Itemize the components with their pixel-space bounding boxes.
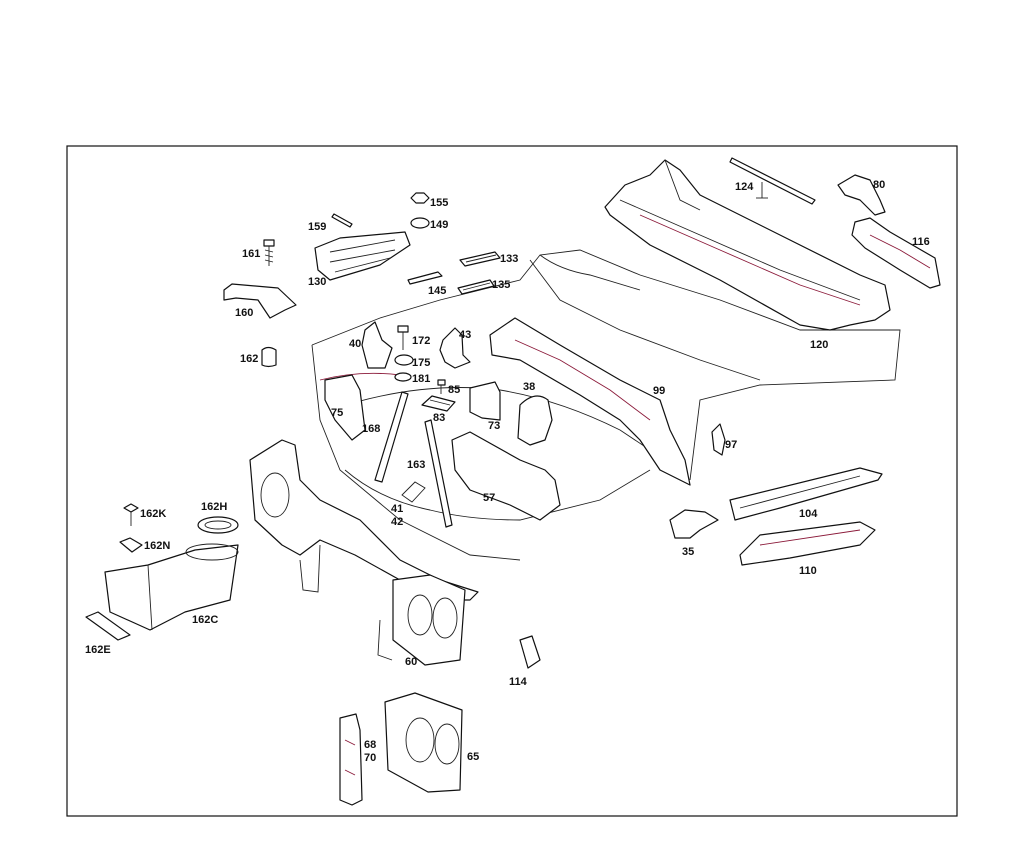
part-145-strip xyxy=(407,271,443,285)
label-162E: 162E xyxy=(85,644,111,656)
label-70: 70 xyxy=(364,752,376,764)
label-97: 97 xyxy=(725,439,737,451)
part-60-headlamp-housing xyxy=(377,574,466,666)
part-135-grill xyxy=(457,279,495,295)
part-162-sleeve xyxy=(261,346,277,368)
part-65-headlamp-housing xyxy=(384,692,463,793)
label-41: 41 xyxy=(391,503,403,515)
label-159: 159 xyxy=(308,221,326,233)
label-168: 168 xyxy=(362,423,380,435)
part-124-strip xyxy=(729,157,816,205)
part-40-bracket xyxy=(361,321,393,369)
label-80: 80 xyxy=(873,179,885,191)
label-60: 60 xyxy=(405,656,417,668)
label-149: 149 xyxy=(430,219,448,231)
label-162: 162 xyxy=(240,353,258,365)
part-38-mount xyxy=(517,395,553,446)
label-162H: 162H xyxy=(201,501,227,513)
label-133: 133 xyxy=(500,253,518,265)
part-116-side-member xyxy=(851,217,941,289)
part-114-clip xyxy=(519,635,541,669)
part-80-bracket xyxy=(837,174,886,216)
part-172-bolt xyxy=(397,325,409,350)
diagram-frame xyxy=(66,145,958,817)
radiator-support xyxy=(249,439,479,601)
label-163: 163 xyxy=(407,459,425,471)
label-161: 161 xyxy=(242,248,260,260)
part-73-bracket xyxy=(469,381,501,421)
label-124: 124 xyxy=(735,181,754,193)
part-161-bolt xyxy=(263,239,275,266)
label-42: 42 xyxy=(391,516,403,528)
part-133-grill xyxy=(459,251,501,267)
label-99: 99 xyxy=(653,385,665,397)
part-99-wheelhouse xyxy=(489,317,691,486)
label-114: 114 xyxy=(509,676,528,688)
part-110-rail xyxy=(739,521,876,566)
part-162H-gasket xyxy=(197,516,239,534)
label-110: 110 xyxy=(799,565,817,577)
label-68: 68 xyxy=(364,739,376,751)
part-75-panel xyxy=(324,374,366,441)
part-43-mount xyxy=(439,327,471,369)
label-83: 83 xyxy=(433,412,445,424)
label-75: 75 xyxy=(331,407,343,419)
label-43: 43 xyxy=(459,329,471,341)
part-159-clip xyxy=(331,213,353,228)
part-162N-clip xyxy=(119,537,143,553)
part-104-rail xyxy=(729,467,883,521)
label-162N: 162N xyxy=(144,540,170,552)
label-135: 135 xyxy=(492,279,510,291)
part-41-42-clamp xyxy=(401,481,426,503)
label-73: 73 xyxy=(488,420,500,432)
part-57-crossmember xyxy=(451,431,561,521)
part-97-bracket xyxy=(711,423,726,456)
part-160-bracket xyxy=(223,283,297,319)
part-162C-air-duct xyxy=(104,543,239,631)
part-83-pad xyxy=(421,395,456,412)
label-116: 116 xyxy=(912,236,930,248)
label-40: 40 xyxy=(349,338,361,350)
part-168-strut xyxy=(374,391,409,483)
part-149-washer xyxy=(410,217,430,229)
label-85: 85 xyxy=(448,384,460,396)
part-162E-strip xyxy=(85,611,131,641)
part-155-nut xyxy=(410,192,430,204)
label-38: 38 xyxy=(523,381,535,393)
label-35: 35 xyxy=(682,546,694,558)
label-145: 145 xyxy=(428,285,446,297)
label-162C: 162C xyxy=(192,614,218,626)
label-175: 175 xyxy=(412,357,430,369)
label-57: 57 xyxy=(483,492,495,504)
part-35-bracket xyxy=(669,509,719,539)
part-120-cowl-panel xyxy=(604,159,891,331)
label-172: 172 xyxy=(412,335,430,347)
label-160: 160 xyxy=(235,307,253,319)
part-181-washer xyxy=(394,372,412,382)
part-68-70-panel xyxy=(339,713,363,806)
label-65: 65 xyxy=(467,751,479,763)
label-162K: 162K xyxy=(140,508,166,520)
label-104: 104 xyxy=(799,508,818,520)
part-163-strut xyxy=(424,419,453,528)
part-162K-bolt xyxy=(123,503,139,526)
part-85-bolt xyxy=(437,379,446,394)
label-130: 130 xyxy=(308,276,326,288)
label-120: 120 xyxy=(810,339,828,351)
part-130-tray xyxy=(314,231,411,281)
label-155: 155 xyxy=(430,197,448,209)
part-175-washer xyxy=(394,354,414,366)
body-shell-outline xyxy=(311,249,901,561)
label-181: 181 xyxy=(412,373,430,385)
